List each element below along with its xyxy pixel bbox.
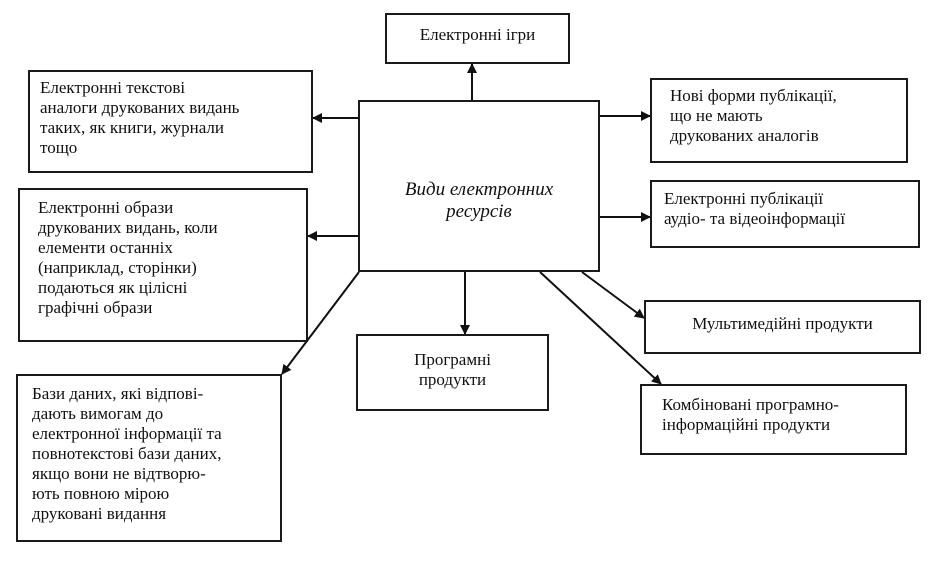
center-node: Види електронних ресурсів xyxy=(358,100,600,272)
node-combined: Комбіновані програмно- інформаційні прод… xyxy=(640,384,907,455)
node-text-analogs: Електронні текстові аналоги друкованих в… xyxy=(28,70,313,173)
arrow-to-databases xyxy=(281,271,360,375)
node-new-forms: Нові форми публікації, що не мають друко… xyxy=(650,78,908,163)
node-databases: Бази даних, які відпові- дають вимогам д… xyxy=(16,374,282,542)
arrow-to-combined xyxy=(539,271,662,385)
arrow-to-multimedia xyxy=(581,271,645,319)
node-electronic-games: Електронні ігри xyxy=(385,13,570,64)
node-images: Електронні образи друкованих видань, кол… xyxy=(18,188,308,342)
node-audio-video: Електронні публікації аудіо- та відеоінф… xyxy=(650,180,920,248)
node-multimedia: Мультимедійні продукти xyxy=(644,300,921,354)
node-software: Програмні продукти xyxy=(356,334,549,411)
